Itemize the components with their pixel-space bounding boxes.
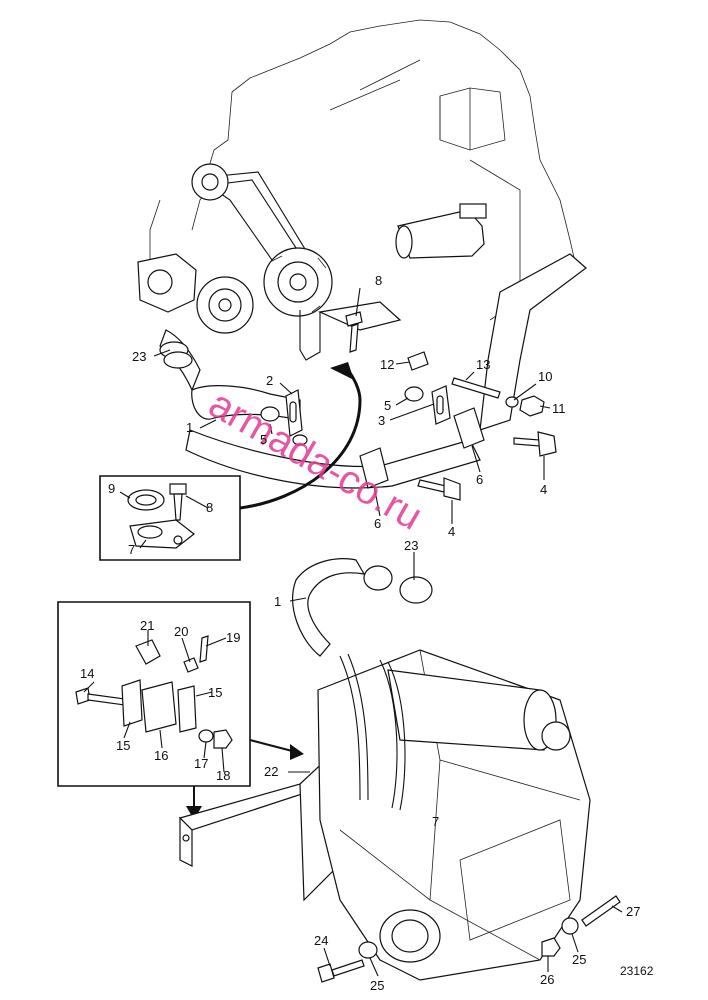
callout-25-right: 25	[572, 952, 586, 967]
inset-arrowhead	[330, 362, 354, 380]
bolt-8-inset	[169, 483, 187, 495]
callout-17: 17	[194, 756, 208, 771]
callout-20: 20	[174, 624, 188, 639]
exhaust-pipe-upper	[479, 253, 587, 431]
bell-housing-flange	[379, 909, 441, 963]
clamp-plate-15-right	[177, 685, 197, 733]
callout-1-lower: 1	[274, 594, 281, 609]
nut-26	[541, 937, 561, 957]
coolant-hose-1-lower	[292, 558, 366, 657]
clamp-6-pair	[359, 407, 485, 489]
callout-5-right: 5	[384, 398, 391, 413]
bolt-4-lower	[417, 477, 461, 501]
callout-4-lower: 4	[448, 524, 455, 539]
bolt-8-upper	[345, 311, 363, 353]
stud-13	[451, 377, 501, 399]
callout-labels: 8 23 12 13 10 2 5 11 3 1 5 6 4 9 8 6 4 7…	[80, 273, 640, 993]
callout-14: 14	[80, 666, 94, 681]
oil-cooler	[387, 669, 571, 751]
sea-water-pump	[137, 253, 197, 313]
clamp-plate-15-left	[121, 679, 143, 727]
lower-hose-pipe	[185, 429, 481, 489]
spacer-12	[407, 351, 429, 371]
inset-arrow	[239, 369, 362, 510]
callout-25-left: 25	[370, 978, 384, 993]
nut-11	[519, 395, 545, 417]
washer-20	[183, 657, 199, 673]
bolt-24	[317, 959, 365, 983]
callout-26: 26	[540, 972, 554, 987]
pin-19	[199, 635, 209, 663]
inset-box-hardware	[57, 601, 251, 787]
callout-9: 9	[108, 481, 115, 496]
callout-6-right: 6	[476, 472, 483, 487]
oil-pipes	[339, 653, 406, 811]
bracket-3	[431, 385, 451, 425]
callout-6-left: 6	[374, 516, 381, 531]
callout-8-inset: 8	[206, 500, 213, 515]
callout-8-top: 8	[375, 273, 382, 288]
callout-21: 21	[140, 618, 154, 633]
washer-5-right	[404, 386, 424, 402]
callout-11: 11	[552, 401, 566, 416]
callout-22: 22	[264, 764, 278, 779]
callout-23-top: 23	[132, 349, 146, 364]
bracket-22	[178, 754, 335, 902]
callout-23-lower: 23	[404, 538, 418, 553]
callout-19: 19	[226, 630, 240, 645]
stud-27	[581, 895, 621, 927]
drawing-number: 23162	[620, 964, 654, 978]
callout-18: 18	[216, 768, 230, 783]
washer-5-left	[260, 406, 308, 446]
hose-clamp-23-lower	[363, 565, 433, 604]
callout-3: 3	[378, 413, 385, 428]
callout-2: 2	[266, 373, 273, 388]
hose-clamp-23-upper	[159, 341, 193, 369]
callout-15-right: 15	[208, 685, 222, 700]
bolt-4-right	[513, 431, 557, 457]
washer-25-right	[561, 917, 579, 935]
clamp-block-16	[141, 681, 177, 733]
callout-7-gearbox: 7	[432, 814, 439, 829]
inset-box-seal	[99, 475, 241, 561]
callout-24: 24	[314, 933, 328, 948]
water-pump	[263, 247, 333, 317]
callout-1-top: 1	[186, 420, 193, 435]
starter-motor	[395, 203, 487, 259]
callout-7-inset: 7	[128, 542, 135, 557]
callout-13: 13	[476, 357, 490, 372]
inset-arrow-right	[249, 739, 297, 753]
washer-17	[198, 729, 214, 743]
callout-16: 16	[154, 748, 168, 763]
washer-25-left	[358, 941, 378, 959]
callout-4-right: 4	[540, 482, 547, 497]
bracket-2	[285, 389, 303, 437]
bolt-21	[135, 639, 161, 665]
callout-12: 12	[380, 357, 394, 372]
crank-pulley	[196, 276, 254, 334]
callout-15-left: 15	[116, 738, 130, 753]
alternator-pulley	[191, 163, 229, 201]
callout-10: 10	[538, 369, 552, 384]
nut-18	[213, 729, 233, 749]
callout-27: 27	[626, 904, 640, 919]
callout-5-left: 5	[260, 432, 267, 447]
